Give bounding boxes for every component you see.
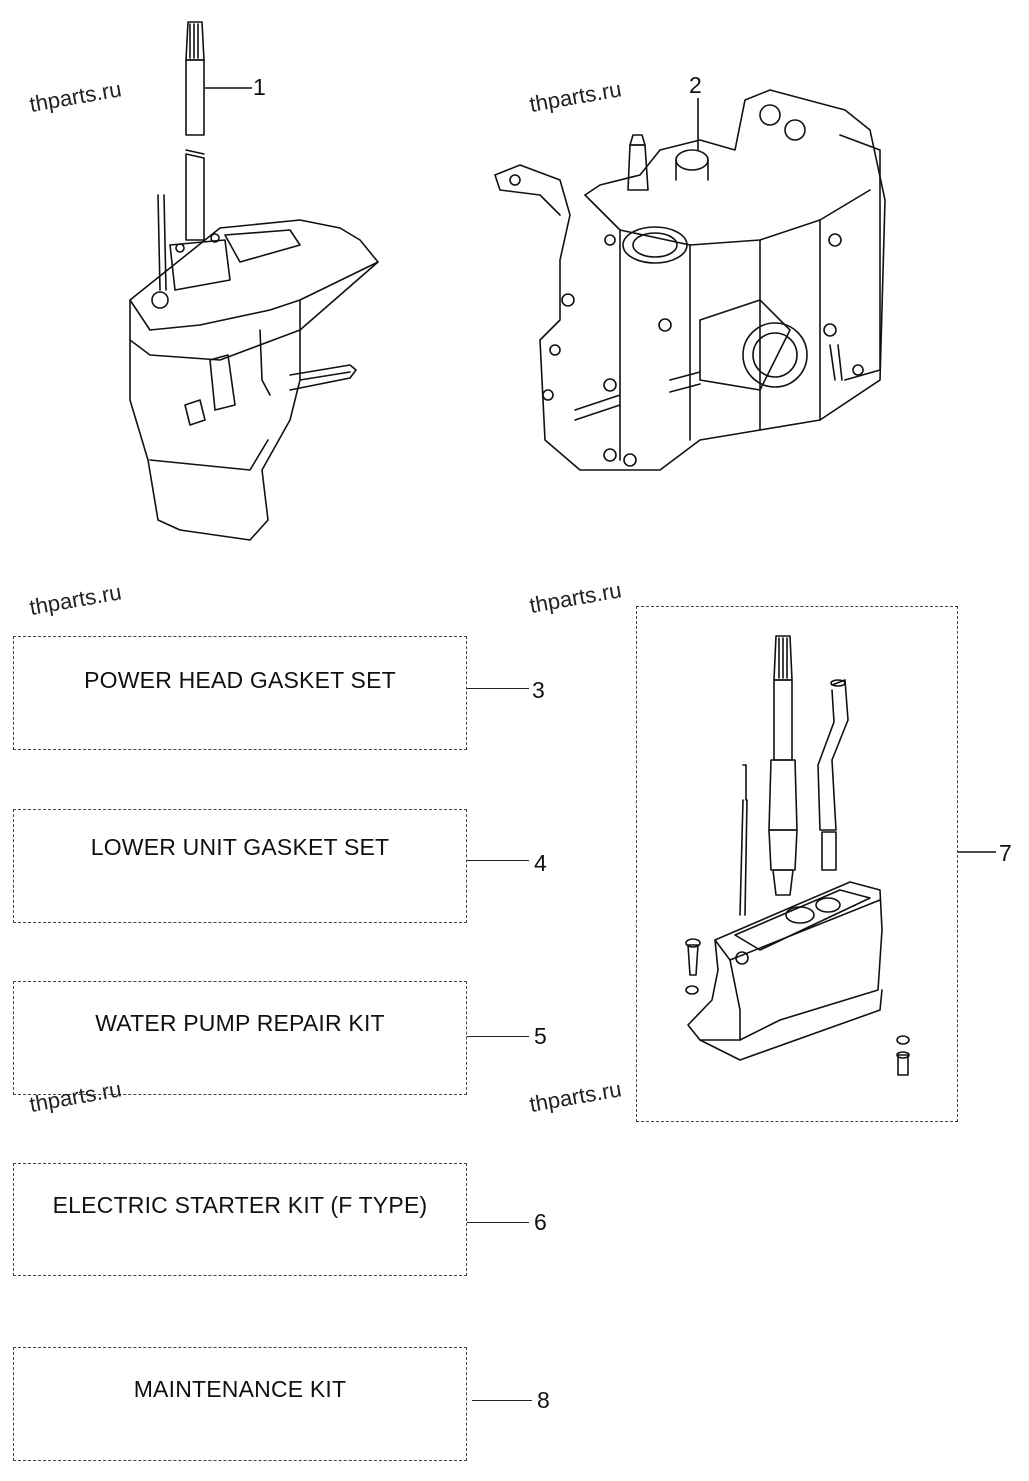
kit-label: MAINTENANCE KIT bbox=[133, 1376, 347, 1402]
kit-box-maintenance-kit: MAINTENANCE KIT bbox=[13, 1347, 467, 1461]
callout-4: 4 bbox=[534, 850, 547, 876]
kit-box-power-head-gasket-set: POWER HEAD GASKET SET bbox=[13, 636, 467, 750]
callout-8: 8 bbox=[537, 1387, 550, 1413]
lower-unit-drawing bbox=[129, 21, 379, 541]
callout-1: 1 bbox=[253, 74, 266, 100]
callout-2: 2 bbox=[689, 72, 702, 98]
leader-6 bbox=[467, 1222, 529, 1223]
callout-6: 6 bbox=[534, 1209, 547, 1235]
kit-box-lower-unit-gasket-set: LOWER UNIT GASKET SET bbox=[13, 809, 467, 923]
kit-label: LOWER UNIT GASKET SET bbox=[90, 834, 390, 860]
kit-box-water-pump-repair-kit: WATER PUMP REPAIR KIT bbox=[13, 981, 467, 1095]
leader-3 bbox=[467, 688, 529, 689]
kit-box-electric-starter-kit: ELECTRIC STARTER KIT (F TYPE) bbox=[13, 1163, 467, 1276]
kit-box-drive-shaft-housing bbox=[636, 606, 958, 1122]
leader-4 bbox=[467, 860, 529, 861]
leader-8 bbox=[472, 1400, 532, 1401]
leader-5 bbox=[467, 1036, 529, 1037]
kit-label: WATER PUMP REPAIR KIT bbox=[95, 1010, 385, 1036]
kit-label: POWER HEAD GASKET SET bbox=[84, 667, 396, 693]
power-head-drawing bbox=[494, 89, 886, 471]
drive-shaft-housing-drawing bbox=[685, 635, 910, 1076]
callout-5: 5 bbox=[534, 1023, 547, 1049]
callout-3: 3 bbox=[532, 677, 545, 703]
callout-7: 7 bbox=[999, 840, 1012, 866]
kit-label: ELECTRIC STARTER KIT (F TYPE) bbox=[52, 1192, 428, 1218]
